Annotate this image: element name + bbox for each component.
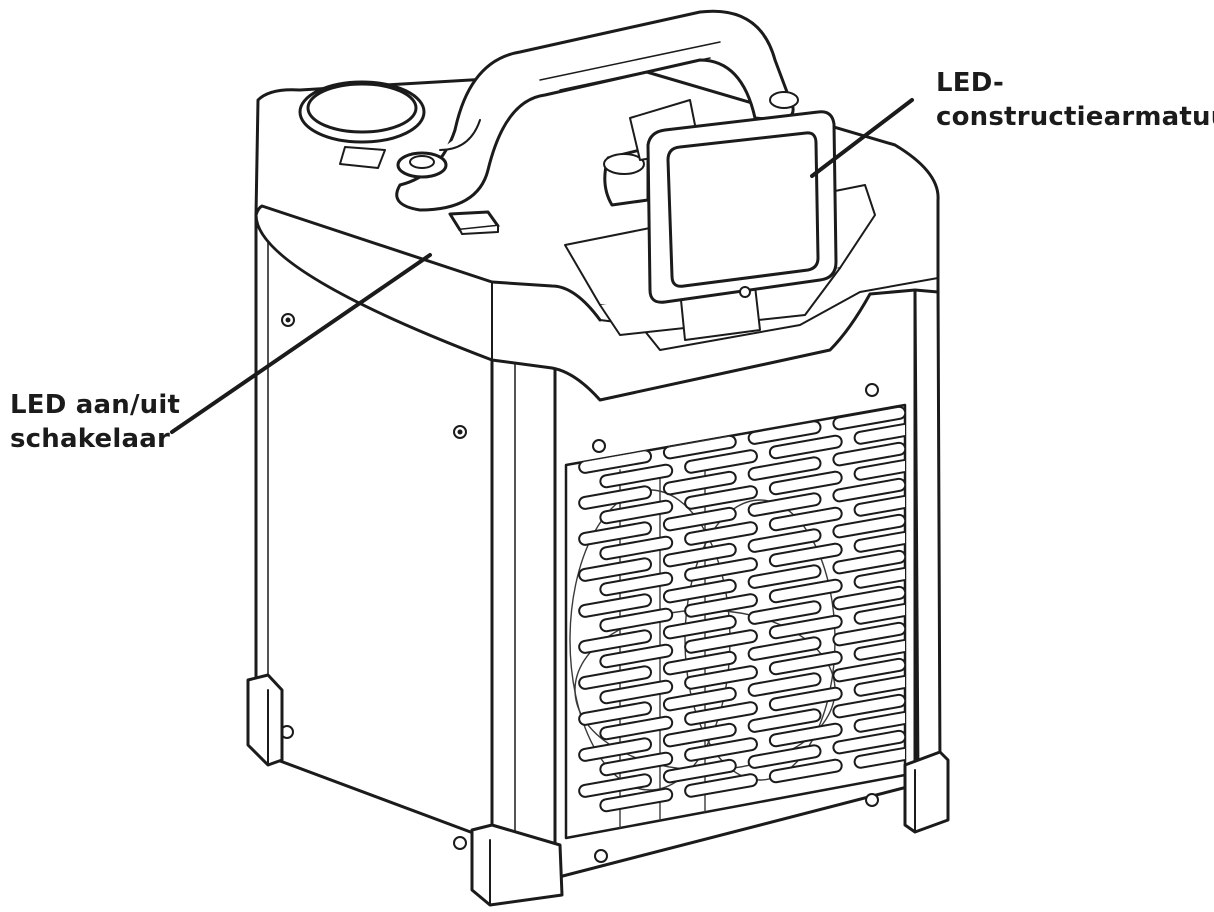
grille-slot [599,679,674,705]
grille-slot [853,672,905,697]
leader-line-switch [170,253,432,434]
grille-slot [832,441,905,467]
grille-slot [768,686,843,712]
grille-slot [684,629,758,654]
rotary-knob [298,80,426,144]
grille-slot [578,737,653,762]
grille-slot [853,564,905,589]
grille-slot [662,686,737,712]
grille-slot [599,535,674,561]
grille-slot [747,456,822,481]
fan-grille-icon [564,383,907,863]
callout-led-light: LED- constructiearmatuur [936,66,1214,134]
grille-slot [662,722,737,748]
callout-led-switch: LED aan/uit schakelaar [10,388,180,456]
grille-slot [599,607,674,633]
grille-slot [853,528,905,553]
grille-slot [578,485,653,510]
grille-slot [684,773,758,798]
grille-slot [853,456,905,481]
grille-slot [747,564,822,589]
grille-slot [832,621,905,647]
grille-slot [832,513,905,539]
grille-slot [578,593,653,618]
grille-slot [832,549,905,575]
grille-slot [599,571,674,597]
grille-slot [599,751,674,777]
grille-slot [768,470,843,496]
grille-slot [853,600,905,625]
grille-slot [747,636,822,661]
grille-slot [747,528,822,553]
grille-slot [599,499,674,525]
grille-slot [768,722,843,748]
foot-front-left [470,823,564,907]
grille-slot [768,506,843,532]
grille-slot [832,405,905,431]
grille-slot [684,449,758,474]
callout-led-light-line2: constructiearmatuur [936,102,1214,132]
grille-slot [747,672,822,697]
foot-rear-left [246,673,284,767]
grille-slot [578,665,653,690]
grille-slot [747,420,822,445]
grille-slot [578,629,653,654]
grille-slot [768,758,843,784]
grille-slot [599,643,674,669]
grille-slot [768,650,843,676]
grille-slot [832,477,905,503]
grille-slot [853,492,905,517]
grille-slot [768,434,843,460]
grille-slot [662,506,737,532]
grille-slot [832,729,905,755]
grille-slot [599,787,674,813]
grille-slot [684,557,758,582]
grille-slot [853,420,905,445]
rear-pillar [913,283,942,780]
grille-slot [662,614,737,640]
grille-slot [578,701,653,726]
grille-slot [662,758,737,784]
grille-slot [768,578,843,604]
grille-slot [684,701,758,726]
grille-slot [768,614,843,640]
grille-slot [832,693,905,719]
grille-slot [662,650,737,676]
grille-slot [578,521,653,546]
grille-slot [684,665,758,690]
grille-slot [662,470,737,496]
display-window [339,146,386,169]
switch-icon [448,210,500,235]
foot-front-right [903,750,950,834]
grille-slot [599,463,674,489]
grille-slot [684,593,758,618]
grille-slot [853,636,905,661]
leader-line-light [810,98,914,178]
grille-slot [662,542,737,568]
grille-slot [747,600,822,625]
grille-slot [684,521,758,546]
grille-slot [662,578,737,604]
grille-slot [684,737,758,762]
callout-led-light-line1: LED- [936,68,1004,98]
grille-slot [768,542,843,568]
grille-slot [853,744,905,769]
grille-slot [578,557,653,582]
led-lamp-icon [646,110,838,304]
grille-slot [832,657,905,683]
grille-slot [832,585,905,611]
grille-slot [578,773,653,798]
grille-slot [599,715,674,741]
handle-grip-right [769,91,799,109]
handle-grip-left [396,151,448,179]
grille-slot [684,485,758,510]
grille-slot [747,708,822,733]
callout-led-switch-line2: schakelaar [10,424,170,454]
grille-slot [747,744,822,769]
grille-slot [747,492,822,517]
callout-led-switch-line1: LED aan/uit [10,390,181,420]
grille-slot [853,708,905,733]
